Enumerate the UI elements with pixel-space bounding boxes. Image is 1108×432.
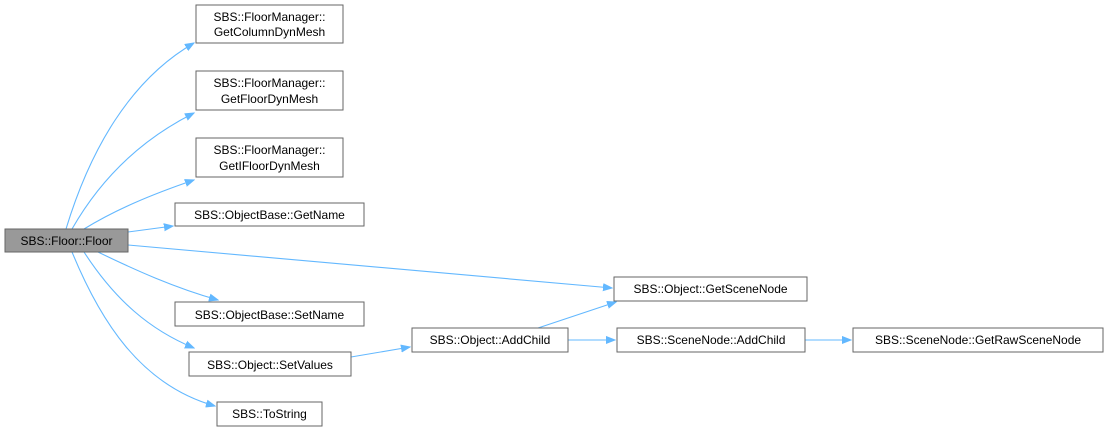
edge-root-to-get-column-dyn-mesh [65,43,194,230]
node-label: SBS::Floor::Floor [20,234,112,248]
node-get-ifloor-dyn-mesh[interactable]: SBS::FloorManager:: GetIFloorDynMesh [195,137,344,178]
node-box [852,327,1104,353]
node-label: SBS::SceneNode::GetRawSceneNode [875,333,1081,347]
node-label: SBS::ObjectBase::GetName [194,208,345,222]
node-get-floor-dyn-mesh[interactable]: SBS::FloorManager:: GetFloorDynMesh [195,70,344,111]
edge-root-to-object-base-set-name [97,251,218,300]
node-label-line-1: SBS::FloorManager:: [213,143,325,157]
node-label: SBS::Object::AddChild [430,333,551,347]
node-object-add-child[interactable]: SBS::Object::AddChild [411,327,569,353]
node-box [216,401,323,427]
node-box [174,301,365,327]
node-box [174,202,365,227]
edge-root-to-get-ifloor-dyn-mesh [83,180,194,230]
node-box [616,327,806,353]
node-label-line-2: GetIFloorDynMesh [219,159,320,173]
edge-root-to-get-floor-dyn-mesh [71,113,194,230]
node-to-string[interactable]: SBS::ToString [216,401,323,427]
node-box [188,351,352,377]
node-box [195,4,344,44]
edge-root-to-object-set-values [83,251,194,348]
edge-object-add-child-to-object-get-scene-node [537,302,616,329]
node-box [613,276,808,302]
edge-object-set-values-to-object-add-child [350,347,410,358]
node-label: SBS::ToString [232,407,307,421]
edges [65,43,851,406]
edge-root-to-object-base-get-name [127,226,173,233]
node-object-set-values[interactable]: SBS::Object::SetValues [188,351,352,377]
node-label-line-1: SBS::FloorManager:: [213,76,325,90]
node-object-base-get-name[interactable]: SBS::ObjectBase::GetName [174,202,365,227]
edge-root-to-to-string [71,251,215,406]
edge-root-to-object-get-scene-node [127,244,612,288]
node-scene-node-add-child[interactable]: SBS::SceneNode::AddChild [616,327,806,353]
nodes: SBS::Floor::Floor SBS::FloorManager:: Ge… [4,4,1104,427]
node-scene-node-get-raw-scene-node[interactable]: SBS::SceneNode::GetRawSceneNode [852,327,1104,353]
node-root-floor-floor[interactable]: SBS::Floor::Floor [4,228,129,253]
node-box [411,327,569,353]
node-object-base-set-name[interactable]: SBS::ObjectBase::SetName [174,301,365,327]
node-get-column-dyn-mesh[interactable]: SBS::FloorManager:: GetColumnDynMesh [195,4,344,44]
node-object-get-scene-node[interactable]: SBS::Object::GetSceneNode [613,276,808,302]
node-box [195,137,344,178]
node-label: SBS::ObjectBase::SetName [195,308,345,322]
node-box [4,228,129,253]
node-label: SBS::Object::GetSceneNode [633,282,787,296]
node-box [195,70,344,111]
node-label-line-2: GetColumnDynMesh [214,25,325,39]
node-label-line-2: GetFloorDynMesh [221,92,318,106]
node-label-line-1: SBS::FloorManager:: [213,10,325,24]
node-label: SBS::Object::SetValues [207,358,333,372]
node-label: SBS::SceneNode::AddChild [637,333,786,347]
